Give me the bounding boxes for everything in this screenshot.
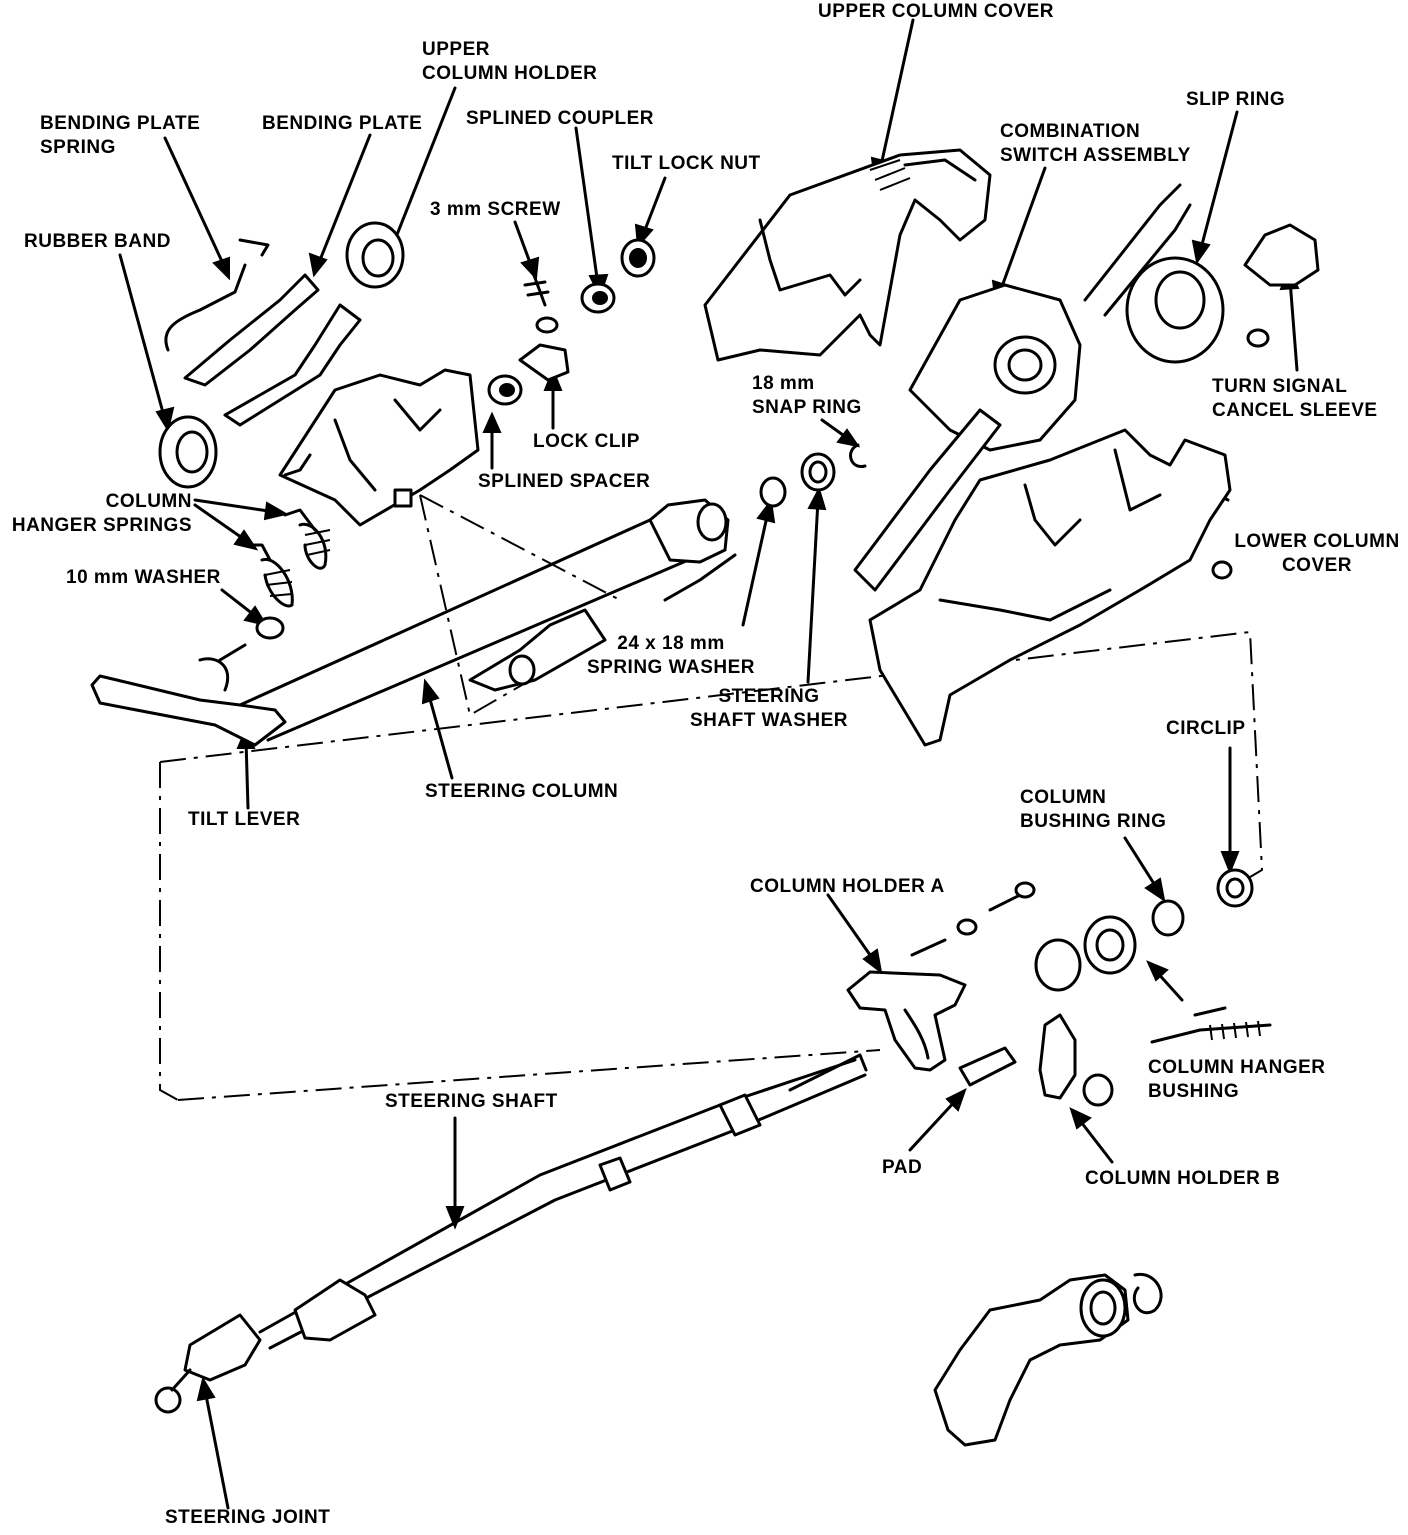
steering-shaft-part xyxy=(154,1053,868,1414)
label-splined-coupler: SPLINED COUPLER xyxy=(466,108,655,129)
label-bending-plate-spring: BENDING PLATE SPRING xyxy=(40,113,201,158)
label-lock-clip: LOCK CLIP xyxy=(533,431,640,452)
label-steering-shaft-washer: STEERING SHAFT WASHER xyxy=(690,686,848,731)
label-turn-signal-cancel-sleeve: TURN SIGNAL CANCEL SLEEVE xyxy=(1212,376,1378,421)
lower-boot-part xyxy=(933,1272,1163,1447)
label-column-holder-b: COLUMN HOLDER B xyxy=(1085,1168,1281,1189)
label-column-hanger-bushing: COLUMN HANGER BUSHING xyxy=(1148,1057,1326,1102)
label-column-bushing-ring: COLUMN BUSHING RING xyxy=(1020,787,1167,832)
upper-column-cover-part xyxy=(703,148,992,362)
leader-lines xyxy=(118,18,1300,1510)
label-steering-column: STEERING COLUMN xyxy=(425,781,619,802)
label-column-hanger-springs: COLUMN HANGER SPRINGS xyxy=(11,491,192,536)
label-tilt-lock-nut: TILT LOCK NUT xyxy=(612,153,761,174)
label-combination-switch-assembly: COMBINATION SWITCH ASSEMBLY xyxy=(1000,121,1191,166)
column-washers xyxy=(759,443,867,508)
label-steering-joint: STEERING JOINT xyxy=(165,1507,331,1528)
combination-switch-part xyxy=(853,183,1320,592)
label-rubber-band: RUBBER BAND xyxy=(24,231,171,252)
label-splined-spacer: SPLINED SPACER xyxy=(478,471,651,492)
label-steering-shaft: STEERING SHAFT xyxy=(385,1091,558,1112)
label-tilt-lever: TILT LEVER xyxy=(188,809,301,830)
label-slip-ring: SLIP RING xyxy=(1186,89,1286,110)
upper-column-holder-part xyxy=(278,368,480,527)
label-lower-column-cover: LOWER COLUMN COVER xyxy=(1234,531,1400,576)
label-upper-column-cover: UPPER COLUMN COVER xyxy=(818,1,1054,22)
lower-column-cover-part xyxy=(868,428,1233,747)
label-spring-washer: 24 x 18 mm SPRING WASHER xyxy=(586,633,756,678)
hanger-springs-part xyxy=(90,508,331,747)
center-small-parts xyxy=(487,238,656,406)
label-3mm-screw: 3 mm SCREW xyxy=(430,199,561,220)
label-pad: PAD xyxy=(882,1157,923,1178)
steering-column-part xyxy=(238,498,737,742)
left-small-parts xyxy=(158,221,405,489)
label-column-holder-a: COLUMN HOLDER A xyxy=(750,876,945,897)
lower-holder-parts xyxy=(846,868,1272,1107)
label-18mm-snap-ring: 18 mm SNAP RING xyxy=(752,373,862,418)
label-upper-column-holder: UPPER COLUMN HOLDER xyxy=(422,39,598,84)
label-10mm-washer: 10 mm WASHER xyxy=(66,567,221,588)
label-circlip: CIRCLIP xyxy=(1166,718,1246,739)
label-bending-plate: BENDING PLATE xyxy=(262,113,423,134)
